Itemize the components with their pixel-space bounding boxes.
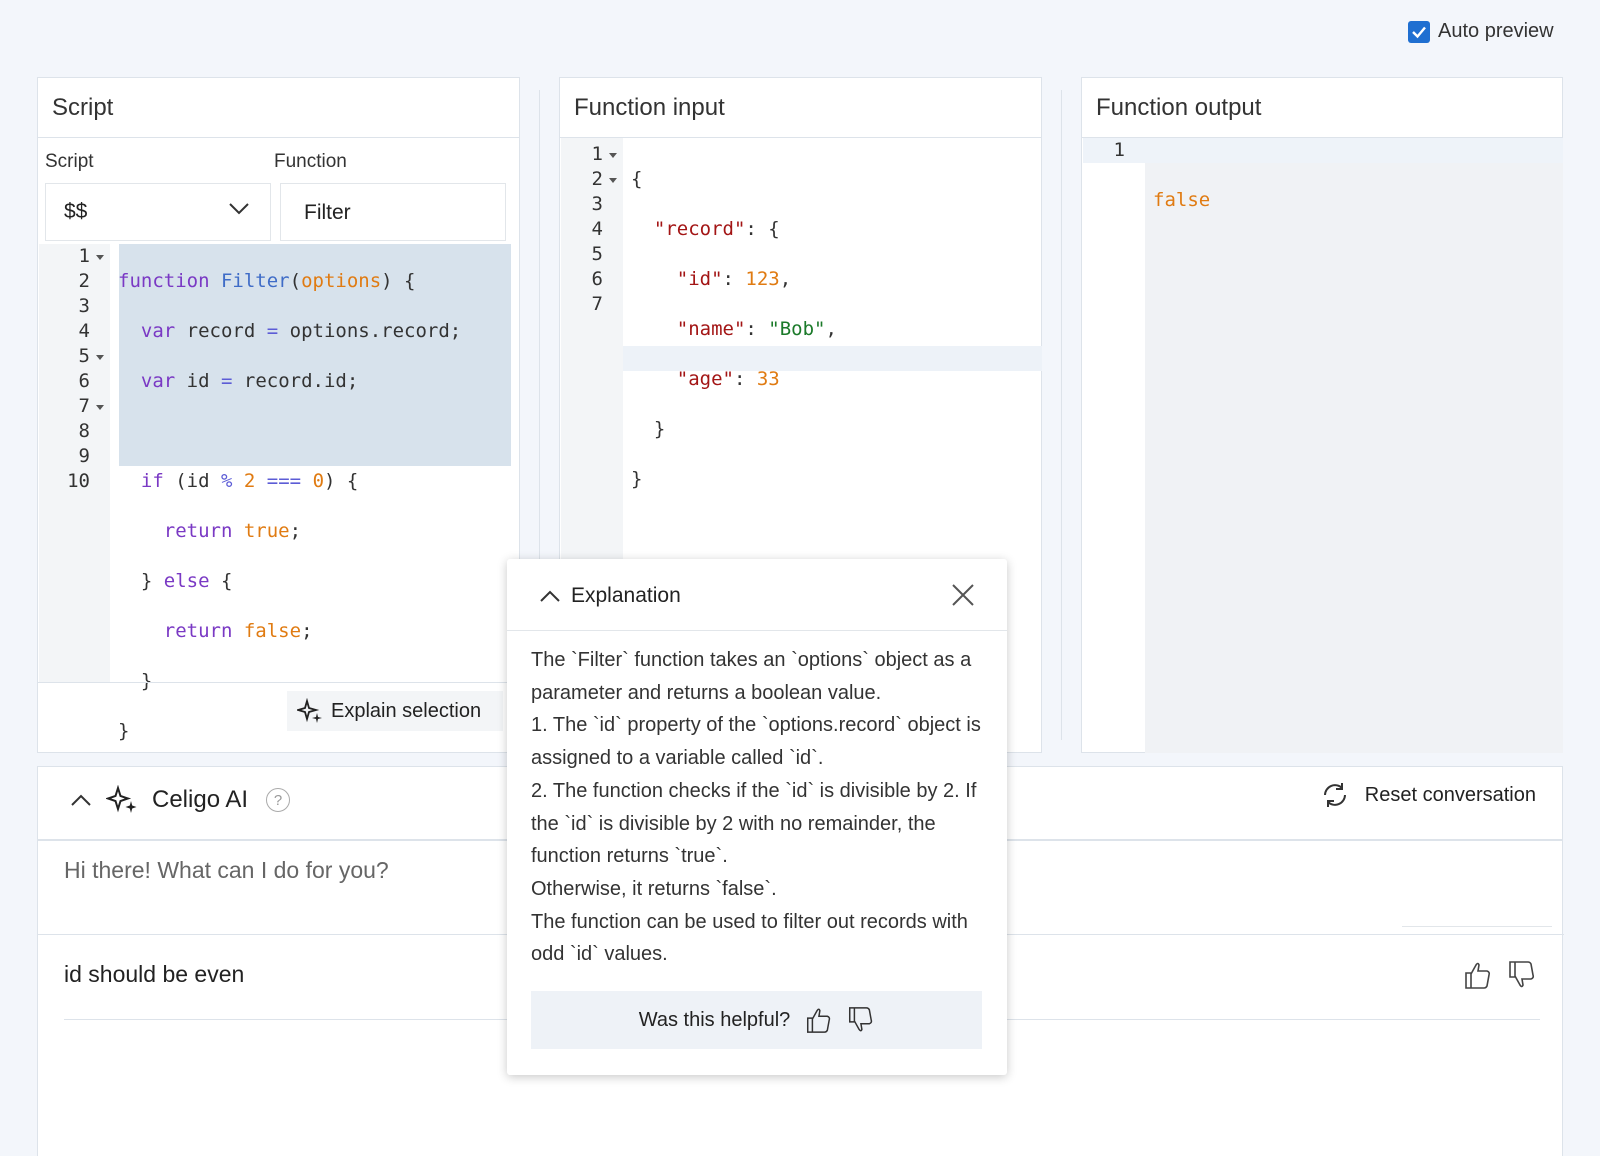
ai-title-label: Celigo AI (152, 786, 249, 813)
auto-preview-checkbox[interactable] (1408, 20, 1430, 43)
explain-selection-button[interactable]: Explain selection (287, 691, 503, 731)
line-number: 1 (39, 244, 110, 269)
line-number: 6 (78, 370, 90, 392)
line-number: 5 (39, 344, 110, 369)
function-field-label: Function (274, 151, 347, 172)
thumbs-down-icon[interactable] (1506, 959, 1536, 991)
close-icon[interactable] (951, 583, 975, 607)
line-number: 5 (591, 243, 603, 265)
function-input[interactable]: Filter (280, 183, 506, 241)
active-line (561, 346, 1042, 371)
explanation-title[interactable]: Explanation (539, 584, 681, 608)
reset-conversation-button[interactable]: Reset conversation (1321, 781, 1536, 809)
auto-preview-toggle[interactable]: Auto preview (1408, 20, 1554, 43)
ai-greeting: Hi there! What can I do for you? (64, 857, 389, 883)
line-number: 3 (591, 193, 603, 215)
output-value: false (1153, 189, 1211, 211)
line-number: 3 (78, 295, 90, 317)
line-number: 9 (78, 445, 90, 467)
output-code: false (1153, 138, 1222, 263)
function-input-value: Filter (304, 201, 351, 224)
line-number: 2 (561, 167, 623, 192)
thumbs-up-icon[interactable] (1462, 959, 1492, 991)
output-code-editor: 1 false (1083, 138, 1563, 753)
line-number: 4 (591, 218, 603, 240)
line-number: 4 (78, 320, 90, 342)
code-selection (119, 244, 511, 466)
message-feedback (1462, 959, 1536, 991)
chevron-up-icon[interactable] (70, 793, 92, 807)
active-line (1083, 138, 1563, 163)
script-select-value: $$ (64, 200, 88, 223)
line-number: 6 (591, 268, 603, 290)
explain-selection-label: Explain selection (331, 699, 482, 722)
user-message: id should be even (64, 961, 245, 987)
sparkle-icon (297, 698, 322, 723)
chevron-down-icon (229, 203, 249, 215)
sparkle-icon (106, 785, 137, 813)
chevron-up-icon (540, 590, 560, 602)
line-number: 8 (78, 420, 90, 442)
script-panel-title: Script (38, 78, 519, 138)
line-number: 7 (591, 293, 603, 315)
refresh-icon (1323, 783, 1346, 807)
reset-conversation-label: Reset conversation (1364, 783, 1536, 806)
helpful-label: Was this helpful? (638, 1008, 791, 1031)
script-gutter: 1 2 3 4 5 6 7 8 9 10 (39, 244, 110, 682)
ai-panel-title: Celigo AI ? (70, 785, 291, 815)
input-code: { "record": { "id": 123, "name": "Bob", … (631, 168, 837, 490)
auto-preview-label: Auto preview (1438, 20, 1554, 42)
explanation-popup: Explanation The `Filter` function takes … (507, 559, 1007, 1075)
line-number: 10 (67, 470, 90, 492)
script-code-editor[interactable]: 1 2 3 4 5 6 7 8 9 10 function Filter(opt… (39, 244, 511, 742)
thumbs-up-icon[interactable] (804, 1004, 832, 1036)
line-number: 7 (39, 394, 110, 419)
script-code: function Filter(options) { var record = … (118, 270, 462, 742)
function-output-panel: Function output 1 false (1081, 77, 1563, 753)
thumbs-down-icon[interactable] (846, 1004, 874, 1036)
output-area (1145, 163, 1563, 753)
explain-bar: Explain selection (38, 682, 509, 738)
explanation-title-label: Explanation (571, 584, 681, 607)
explanation-header: Explanation (507, 559, 1007, 631)
line-number: 1 (561, 142, 623, 167)
help-icon[interactable]: ? (266, 788, 291, 812)
function-input-title: Function input (560, 78, 1041, 138)
panel-divider (539, 90, 540, 740)
divider (1402, 926, 1552, 927)
script-select[interactable]: $$ (45, 183, 271, 241)
line-number: 2 (78, 270, 90, 292)
check-icon (1412, 26, 1426, 38)
line-number: 1 (1113, 139, 1125, 161)
helpful-feedback: Was this helpful? (531, 991, 982, 1049)
output-gutter: 1 (1083, 138, 1145, 753)
script-panel: Script Script Function $$ Filter 1 2 3 4… (37, 77, 520, 753)
explanation-body: The `Filter` function takes an `options`… (531, 649, 981, 966)
panel-divider (1061, 90, 1062, 740)
function-output-title: Function output (1082, 78, 1562, 138)
script-field-label: Script (45, 151, 94, 172)
